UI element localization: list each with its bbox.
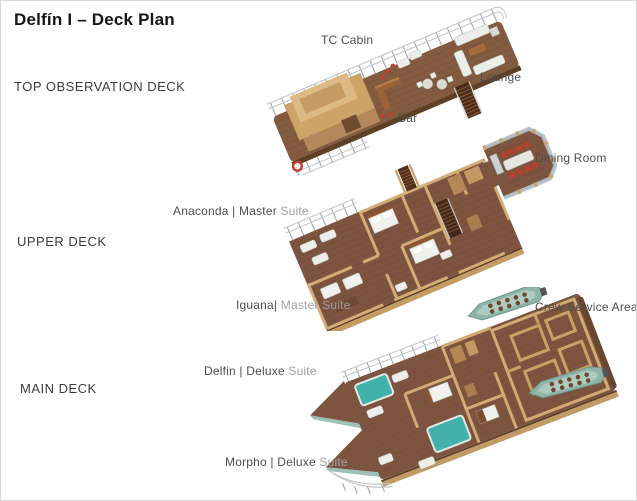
page-title: Delfín I – Deck Plan: [14, 10, 175, 29]
upper-deck-railing: [286, 199, 358, 241]
top-deck-staircase: [453, 81, 483, 120]
main-deck-floor: [344, 294, 616, 480]
tender-boat: [528, 366, 610, 399]
upper-deck-staircase: [434, 197, 463, 239]
dining-chairs: [500, 141, 539, 179]
annotation-tc-cabin: TC Cabin: [321, 33, 374, 47]
top-observation-deck-render: [266, 6, 522, 175]
bar-counter: [374, 76, 402, 111]
dining-room-structure: [482, 126, 558, 201]
annotation-delfin-deluxe-suite: Delfin | Deluxe Suite: [204, 364, 317, 378]
tc-cabin-structure: [284, 72, 381, 152]
suite-beds: [320, 204, 441, 313]
upper-deck-render: [283, 126, 558, 331]
deluxe-suite-beds: [424, 339, 500, 425]
suite-walls: [403, 326, 518, 444]
main-deck-render: [310, 287, 619, 495]
deck-label-top-observation: TOP OBSERVATION DECK: [14, 79, 186, 94]
tender-boat: [467, 287, 548, 321]
annotation-morpho-deluxe-suite: Morpho | Deluxe Suite: [225, 455, 348, 469]
jacuzzi-pool: [354, 373, 395, 407]
deck-label-main: MAIN DECK: [20, 381, 97, 396]
jacuzzi-pool: [426, 414, 472, 453]
life-ring-icon: [291, 160, 304, 172]
bar-stools: [379, 63, 396, 119]
lounge-sofas: [454, 24, 506, 77]
annotation-crew-service-area: Crew Service Area: [535, 300, 637, 314]
stair-tower: [394, 163, 420, 193]
annotation-bar: Bar: [398, 111, 418, 125]
deck-label-upper: UPPER DECK: [17, 234, 107, 249]
annotation-iguana-master-suite: Iguana| Master Suite: [236, 298, 351, 312]
annotation-lounge: Lounge: [480, 70, 522, 84]
annotation-dining-room: Dining Room: [535, 151, 607, 165]
annotation-anaconda-master-suite: Anaconda | Master Suite: [173, 204, 309, 218]
